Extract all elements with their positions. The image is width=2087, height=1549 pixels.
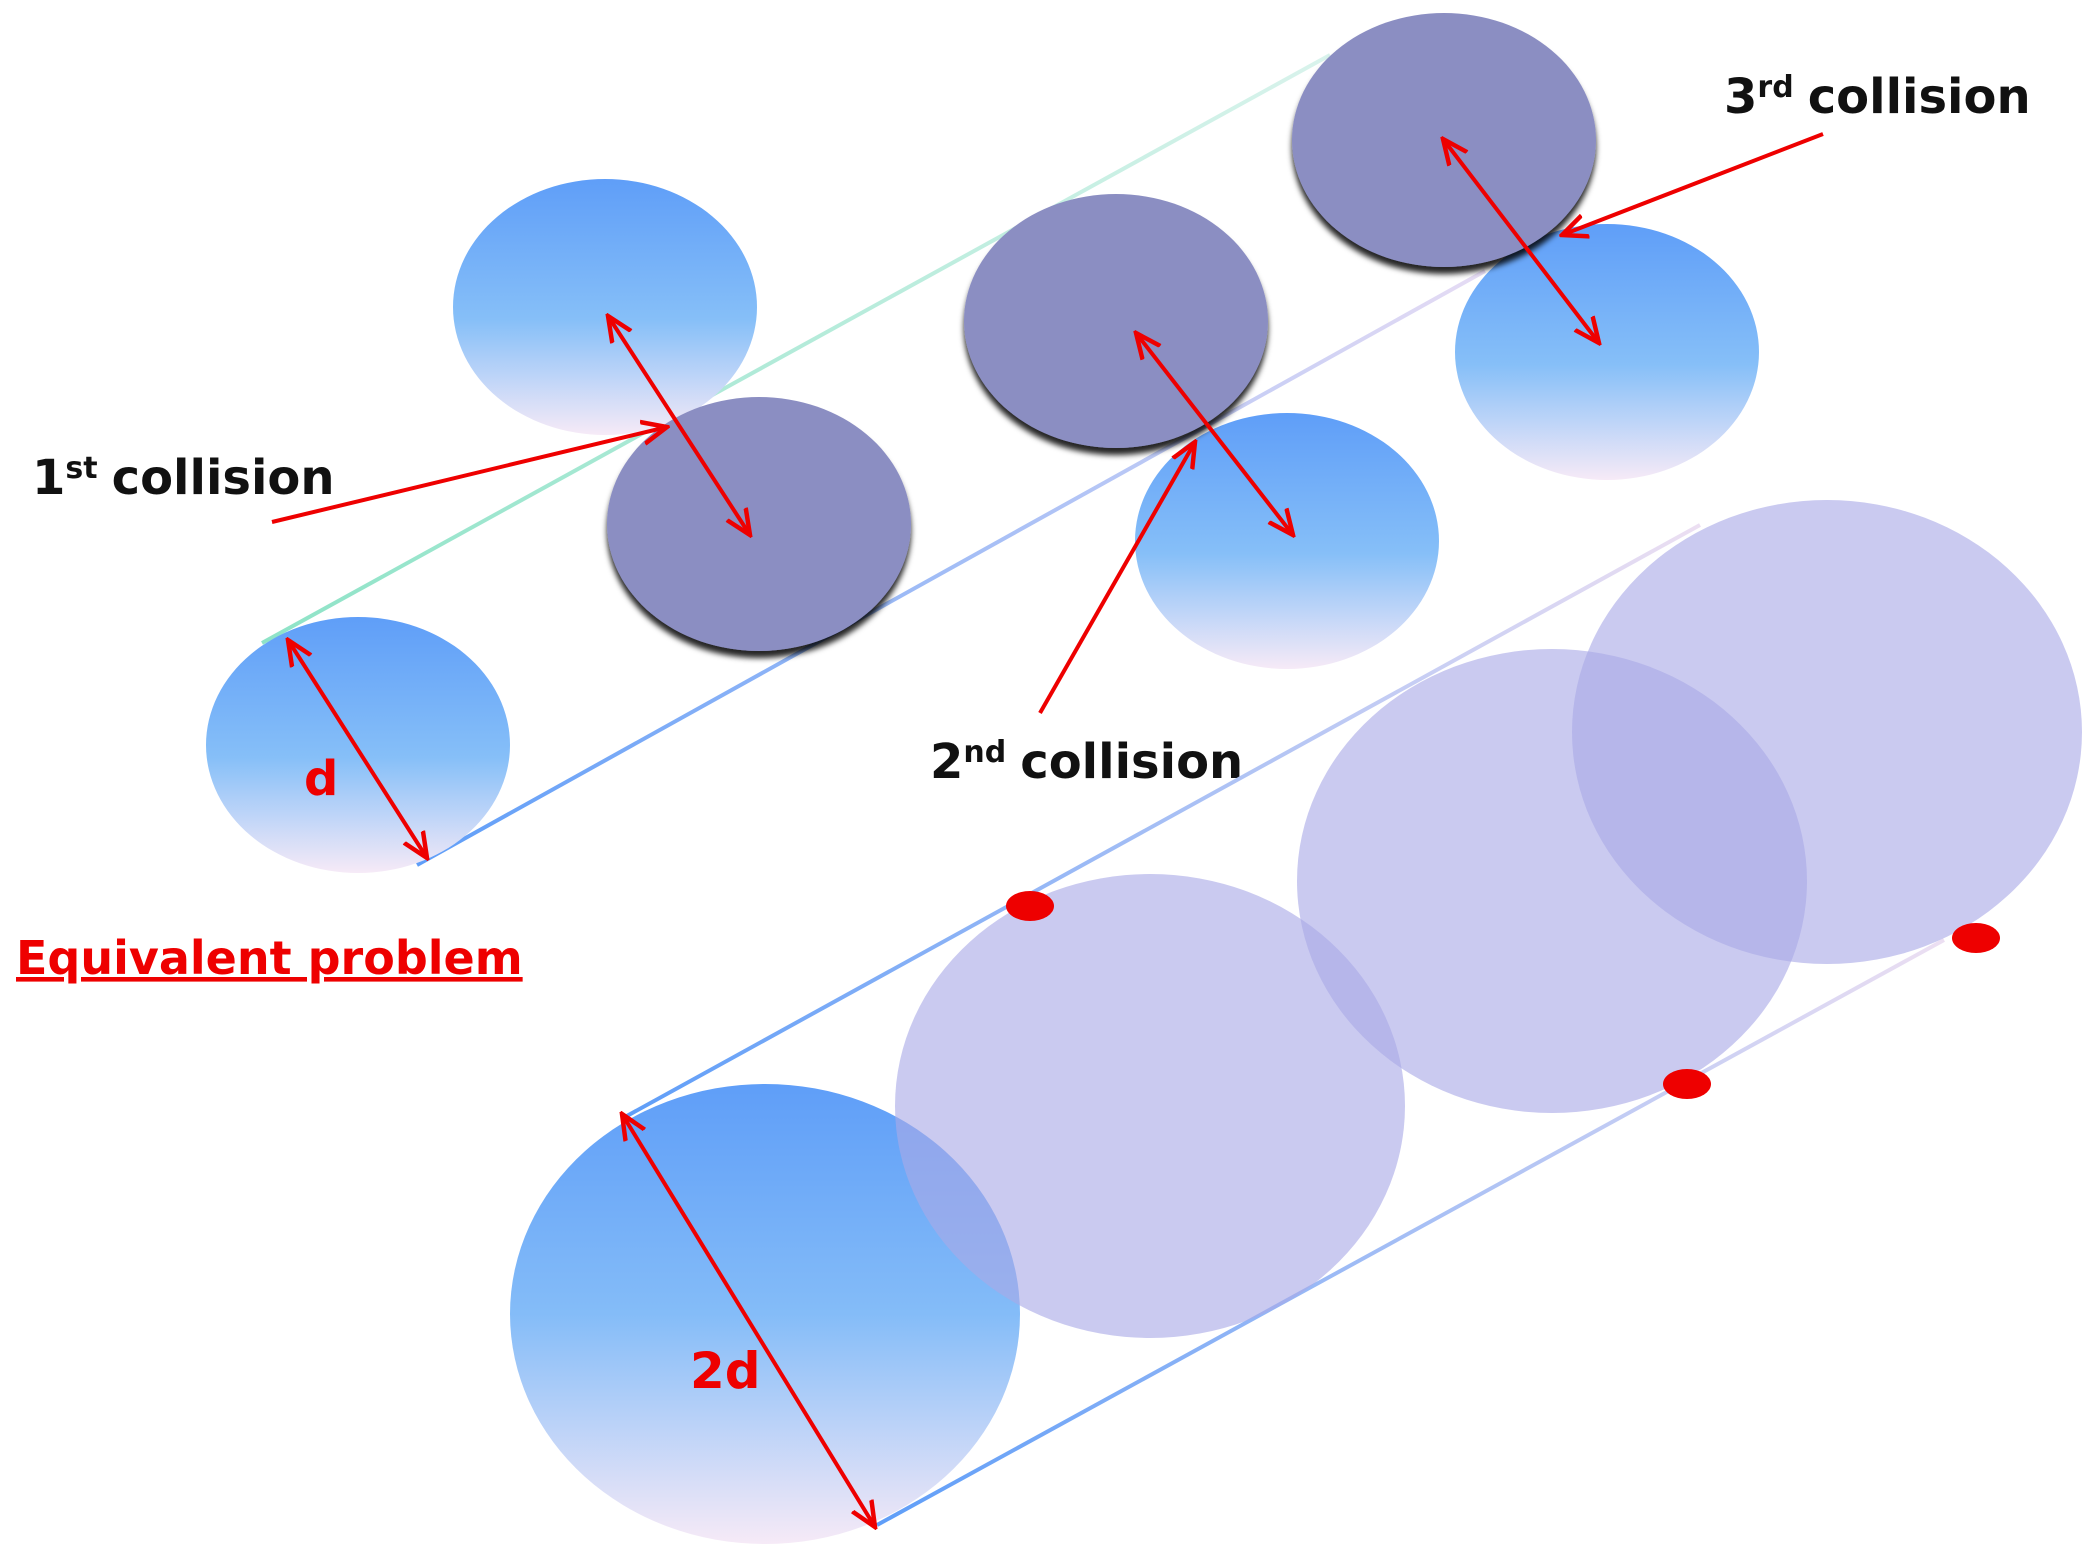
point-molecule-3 [1952, 923, 2000, 953]
ordinal-suffix: nd [963, 735, 1006, 770]
collision-tube [261, 53, 1486, 867]
target-molecule-2 [1135, 413, 1439, 669]
ordinal: 1 [32, 450, 65, 506]
point-molecule-2 [1663, 1069, 1711, 1099]
diameter-2d-arrow [622, 1114, 875, 1527]
pointer-1st-collision [271, 427, 667, 524]
ordinal: 2 [930, 734, 963, 790]
equivalent-problem-heading: Equivalent problem [16, 931, 523, 985]
target-molecule-1 [453, 179, 757, 435]
collision-pointers [271, 132, 1824, 714]
center-arrows [608, 139, 1599, 535]
point-molecule-1 [1006, 891, 1054, 921]
swept-disk-3 [1572, 500, 2082, 964]
eq-tube-bottom-line [876, 938, 1945, 1527]
collision-word: collision [112, 450, 335, 506]
target-molecule-3 [1455, 224, 1759, 480]
moving-molecule-1 [607, 397, 911, 651]
equivalent-tube [624, 523, 1945, 1527]
collision-word: collision [1808, 69, 2031, 125]
pointer-3rd-collision [1562, 132, 1824, 235]
ordinal: 3 [1724, 69, 1757, 125]
pointer-2nd-collision [1038, 442, 1195, 714]
ordinal-suffix: rd [1757, 70, 1793, 105]
center-arrow-2 [1136, 333, 1293, 535]
eq-tube-top-line [624, 523, 1701, 1119]
label-2nd-collision: 2nd collision [930, 734, 1243, 790]
label-1st-collision: 1st collision [32, 450, 335, 506]
ordinal-suffix: st [65, 451, 97, 486]
collision-word: collision [1020, 734, 1243, 790]
tube-bottom-line [416, 269, 1486, 867]
tube-top-line [261, 53, 1331, 645]
diameter-d-arrow [288, 640, 427, 858]
moving-molecule-2 [964, 194, 1268, 448]
label-3rd-collision: 3rd collision [1724, 69, 2031, 125]
swept-disk-1 [895, 874, 1405, 1338]
center-arrow-3 [1443, 139, 1599, 343]
diameter-2d-label: 2d [690, 1342, 761, 1400]
center-arrow-1 [608, 316, 750, 535]
molecule-start [206, 617, 510, 873]
diameter-d-label: d [304, 751, 338, 807]
